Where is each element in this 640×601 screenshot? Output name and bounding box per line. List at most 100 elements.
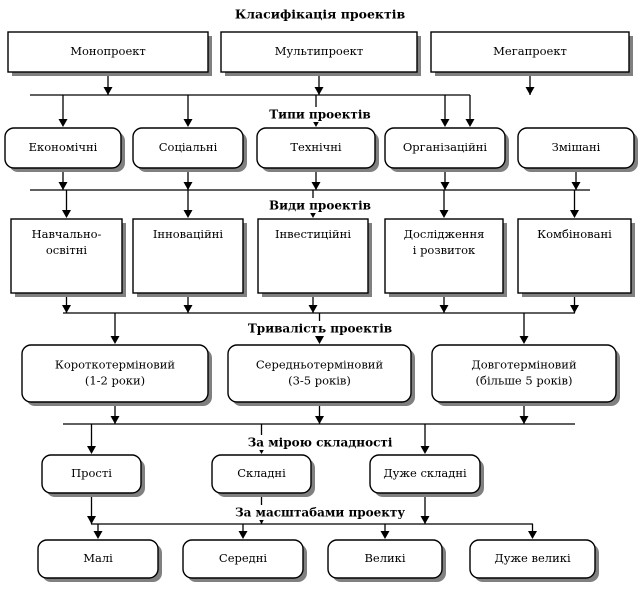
connector-arrowhead — [519, 416, 529, 424]
node-label: Монопроект — [70, 44, 146, 58]
connector-arrowhead — [440, 119, 450, 127]
connector-arrowhead — [571, 182, 581, 190]
connector-arrowhead — [58, 182, 68, 190]
node-label: Довготерміновий — [471, 358, 577, 372]
label-scale: За масштабами проекту — [235, 505, 405, 520]
node-label: Дослідження — [404, 227, 485, 241]
connector-arrowhead — [439, 210, 449, 218]
node-multiproject: Мультипроект — [220, 31, 421, 76]
connector-arrowhead — [465, 119, 475, 127]
node-label: (3-5 років) — [288, 374, 351, 388]
node-label: Прості — [71, 466, 112, 480]
node-label: Інноваційні — [153, 227, 224, 241]
connector-arrowhead — [440, 182, 450, 190]
node-label: Економічні — [29, 140, 98, 154]
connector-arrowhead — [570, 305, 579, 313]
connector-arrowhead — [420, 516, 430, 524]
section-label-text: Типи проектів — [269, 108, 371, 122]
node-label: Мегапроект — [493, 44, 567, 58]
node-innovative: Інноваційні — [132, 218, 247, 297]
connector-arrowhead — [87, 516, 96, 524]
section-label-text: За мірою складності — [248, 436, 393, 450]
node-layer: Монопроект Мультипроект МегапроектЕкономіч… — [4, 31, 638, 582]
node-label: Технічні — [290, 140, 342, 154]
node-label: і розвиток — [413, 243, 476, 257]
connector-arrowhead — [525, 87, 535, 95]
connector-arrowhead — [570, 210, 579, 218]
bus-kinds-to-duration — [62, 295, 579, 344]
connector-arrowhead — [103, 87, 113, 95]
node-label: Мультипроект — [275, 44, 363, 58]
connector-arrowhead — [183, 305, 193, 313]
node-label: (більше 5 років) — [476, 374, 573, 388]
connector-arrowhead — [519, 336, 529, 344]
connector-arrowhead — [58, 119, 68, 127]
node-simple: Прості — [41, 454, 145, 497]
connector-arrowhead — [110, 416, 120, 424]
node-label: Соціальні — [159, 140, 218, 154]
node-short-term: Короткотерміновий (1-2 роки) — [21, 344, 212, 406]
connector-arrowhead — [308, 305, 318, 313]
node-social: Соціальні — [132, 127, 247, 172]
node-research: Дослідження і розвиток — [384, 218, 507, 297]
node-megaproject: Мегапроект — [430, 31, 633, 76]
connector-arrowhead — [62, 305, 71, 313]
node-economic: Економічні — [4, 127, 125, 172]
connector-arrowhead — [380, 531, 390, 539]
node-complex: Складні — [211, 454, 315, 497]
connector-arrowhead — [314, 87, 324, 95]
node-mixed: Змішані — [517, 127, 638, 172]
connector-arrowhead — [110, 336, 120, 344]
node-label: (1-2 роки) — [85, 374, 145, 388]
node-technical: Технічні — [256, 127, 379, 172]
node-label: Середні — [219, 551, 268, 565]
label-duration: Тривалість проектів — [248, 321, 392, 336]
node-label: Комбіновані — [537, 227, 612, 241]
connector-arrowhead — [62, 210, 71, 218]
section-label-text: За масштабами проекту — [235, 506, 405, 520]
node-educational: Навчально-освітні — [10, 218, 126, 297]
connector-arrowhead — [93, 531, 103, 539]
node-long-term: Довготерміновий (більше 5 років) — [431, 344, 620, 406]
bus-types-to-kinds — [30, 170, 590, 218]
connector-arrowhead — [315, 336, 324, 344]
node-combined: Комбіновані — [517, 218, 635, 297]
node-organizational: Організаційні — [384, 127, 509, 172]
page-title: Класифікація проектів — [235, 7, 406, 22]
node-label: Малі — [83, 551, 113, 565]
connector-arrowhead — [183, 210, 193, 218]
node-label: Дуже складні — [383, 466, 467, 480]
node-label: Дуже великі — [494, 551, 571, 565]
connector-arrowhead — [238, 531, 248, 539]
connector-arrowhead — [528, 531, 537, 539]
section-label-text: Тривалість проектів — [248, 322, 392, 336]
connector-arrowhead — [420, 446, 430, 454]
node-medium-term: Середньотерміновий (3-5 років) — [227, 344, 415, 406]
connector-arrowhead — [439, 305, 449, 313]
node-label: Короткотерміновий — [55, 358, 175, 372]
node-very-large: Дуже великі — [469, 539, 599, 582]
section-label-text: Види проектів — [269, 199, 371, 213]
connector-arrowhead — [183, 119, 193, 127]
label-types: Типи проектів — [269, 107, 371, 122]
node-small: Малі — [37, 539, 162, 582]
node-very-complex: Дуже складні — [369, 454, 484, 497]
node-label: Середньотерміновий — [256, 358, 384, 372]
node-large: Великі — [327, 539, 446, 582]
connector-arrowhead — [87, 446, 96, 454]
node-label: Організаційні — [403, 140, 488, 154]
node-monoproject: Монопроект — [7, 31, 212, 76]
connector-arrowhead — [183, 182, 193, 190]
node-label: Складні — [237, 466, 286, 480]
node-label: Навчально- — [32, 227, 102, 241]
node-label: освітні — [46, 243, 88, 257]
node-medium: Середні — [182, 539, 307, 582]
node-investment: Інвестиційні — [257, 218, 372, 297]
node-label: Великі — [364, 551, 405, 565]
node-label: Інвестиційні — [275, 227, 351, 241]
label-complexity: За мірою складності — [248, 435, 393, 450]
connector-arrowhead — [311, 182, 321, 190]
node-label: Змішані — [552, 140, 601, 154]
